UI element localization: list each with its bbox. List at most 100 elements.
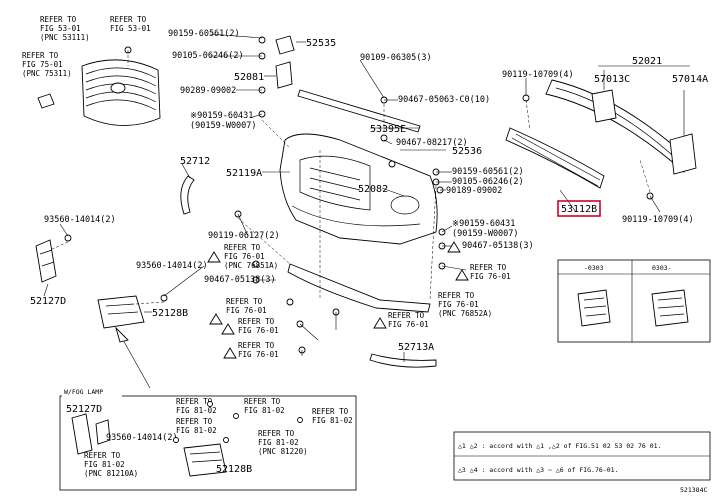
label-93560-14014-a: 93560-14014(2) <box>44 215 116 225</box>
ref-53111-line3: (PNC 53111) <box>40 33 90 42</box>
label-90159-60561-b: 90159-60561(2) <box>452 167 524 177</box>
label-52127d: 52127D <box>30 296 66 307</box>
inset-ref-2-line1: REFER TO <box>244 397 281 406</box>
inset-ref-3-line1: REFER TO <box>312 407 349 416</box>
ref-75311-line1: REFER TO <box>22 51 59 60</box>
highlight-53112b <box>557 200 601 217</box>
inset-label-52127d: 52127D <box>66 404 102 415</box>
legend-row-2: △3 △4 : accord with △3 ~ △6 of FIG.76-01… <box>458 466 618 474</box>
label-52082: 52082 <box>358 184 388 195</box>
inset-ref-5-line3: (PNC 81220) <box>258 447 308 456</box>
reference-callouts: REFER TO FIG 53-01 (PNC 53111) REFER TO … <box>22 15 511 359</box>
ref-76-01-b-line2: FIG 76-01 <box>226 306 267 315</box>
label-57013c: 57013C <box>594 74 630 85</box>
label-90105-06246-b: 90105-06246(2) <box>452 177 524 187</box>
ref-76-01-c-line2: FIG 76-01 <box>238 326 279 335</box>
label-90119-06127: 90119-06127(2) <box>208 231 280 241</box>
label-90467-05138-b: 90467-05138(3) <box>204 275 276 285</box>
grille-drawing <box>81 59 161 126</box>
inset-ref-2-line2: FIG 81-02 <box>244 406 285 415</box>
label-90159-w0007-a: (90159-W0007) <box>190 121 257 131</box>
table-col-1-header: -0303 <box>584 264 604 272</box>
inset-label: W/FOG LAMP <box>64 388 103 396</box>
label-53395e: 53395E <box>370 124 406 135</box>
ref-53111-line2: FIG 53-01 <box>40 24 81 33</box>
fasteners <box>64 36 654 354</box>
inset-ref-4-line2: FIG 81-02 <box>176 426 217 435</box>
label-93560-14014-b: 93560-14014(2) <box>136 261 208 271</box>
inset-label-93560: 93560-14014(2) <box>106 433 178 443</box>
ref-76-01-c-line1: REFER TO <box>238 317 275 326</box>
inset-ref-5-line1: REFER TO <box>258 429 295 438</box>
inset-ref-4-line1: REFER TO <box>176 417 213 426</box>
inset-ref-1-line2: FIG 81-02 <box>176 406 217 415</box>
label-52535: 52535 <box>306 38 336 49</box>
label-52081: 52081 <box>234 72 264 83</box>
cover-52127d-drawing <box>35 239 57 283</box>
bracket-52081-drawing <box>275 61 293 89</box>
ref-76-01-e-line2: FIG 76-01 <box>388 320 429 329</box>
ref-76-01-b-line1: REFER TO <box>226 297 263 306</box>
inset-ref-6-line2: FIG 81-02 <box>84 460 125 469</box>
label-52119a: 52119A <box>226 168 262 179</box>
ref-76851a-line1: REFER TO <box>224 243 261 252</box>
label-90467-08217: 90467-08217(2) <box>396 138 468 148</box>
retainer-rail-drawing <box>297 89 421 133</box>
inset-ref-3-line2: FIG 81-02 <box>312 416 353 425</box>
ref-76-01-e-line1: REFER TO <box>388 311 425 320</box>
diagram-code: 521384C <box>680 486 707 494</box>
label-90109-06305: 90109-06305(3) <box>360 53 432 63</box>
ref-75311-line2: FIG 75-01 <box>22 60 63 69</box>
label-90159-60431-a: ※90159-60431 <box>190 111 253 121</box>
label-52021: 52021 <box>632 56 662 67</box>
label-90467-05063: 90467-05063-C0(10) <box>398 95 490 105</box>
ref-53-01-line2: FIG 53-01 <box>110 24 151 33</box>
label-90467-05138-a: 90467-05138(3) <box>462 241 534 251</box>
ref-76-01-d-line2: FIG 76-01 <box>238 350 279 359</box>
fog-lamp-inset: W/FOG LAMP 52127D REFER TO FIG 81-02 REF… <box>59 388 357 491</box>
ref-76-01-a-line2: FIG 76-01 <box>470 272 511 281</box>
seal-52712-drawing <box>180 175 195 215</box>
ref-76852a-line1: REFER TO <box>438 291 475 300</box>
ref-53-01-line1: REFER TO <box>110 15 147 24</box>
label-90289-09002: 90289-09002 <box>180 86 236 96</box>
label-57014a: 57014A <box>672 74 708 85</box>
ref-76852a-line3: (PNC 76852A) <box>438 309 492 318</box>
molding-52713a-drawing <box>369 353 437 368</box>
label-52713a: 52713A <box>398 342 434 353</box>
label-90159-w0007-b: (90159-W0007) <box>452 229 519 239</box>
legend-box: △1 △2 : accord with △1 ,△2 of FIG.51 02 … <box>453 431 711 481</box>
label-90119-10709-b: 90119-10709(4) <box>622 215 694 225</box>
inset-ref-1-line1: REFER TO <box>176 397 213 406</box>
cover-52128b-drawing <box>97 295 145 329</box>
clip-52535-drawing <box>275 35 295 55</box>
inset-arrow <box>115 326 151 389</box>
legend-row-1: △1 △2 : accord with △1 ,△2 of FIG.51 02 … <box>458 442 662 450</box>
label-90105-06246-a: 90105-06246(2) <box>172 51 244 61</box>
ref-76851a-line2: FIG 76-01 <box>224 252 265 261</box>
ref-75311-line3: (PNC 75311) <box>22 69 72 78</box>
label-90189-09002: 90189-09002 <box>446 186 502 196</box>
inset-label-52128b: 52128B <box>216 464 252 475</box>
inset-ref-5-line2: FIG 81-02 <box>258 438 299 447</box>
ref-76851a-line3: (PNC 76851A) <box>224 261 278 270</box>
variant-table: -0303 0303- <box>557 259 711 343</box>
emblem-drawing <box>37 93 55 109</box>
part-number-labels: 90159-60561(2) 52535 90105-06246(2) 9010… <box>30 29 708 353</box>
absorber-53112b-drawing <box>505 127 605 189</box>
ref-76-01-a-line1: REFER TO <box>470 263 507 272</box>
bumper-cover-drawing <box>279 133 438 245</box>
label-53112b: 53112B <box>561 204 597 215</box>
inset-ref-6-line3: (PNC 81210A) <box>84 469 138 478</box>
triangle-markers <box>207 241 469 359</box>
inset-ref-6-line1: REFER TO <box>84 451 121 460</box>
bracket-57013c-drawing <box>591 89 617 123</box>
leader-lines <box>43 33 690 362</box>
label-90159-60431-b: ※90159-60431 <box>452 219 515 229</box>
ref-76-01-d-line1: REFER TO <box>238 341 275 350</box>
ref-53111-line1: REFER TO <box>40 15 77 24</box>
ref-76852a-line2: FIG 76-01 <box>438 300 479 309</box>
lower-spoiler-drawing <box>287 263 431 313</box>
bracket-57014a-drawing <box>669 133 697 175</box>
